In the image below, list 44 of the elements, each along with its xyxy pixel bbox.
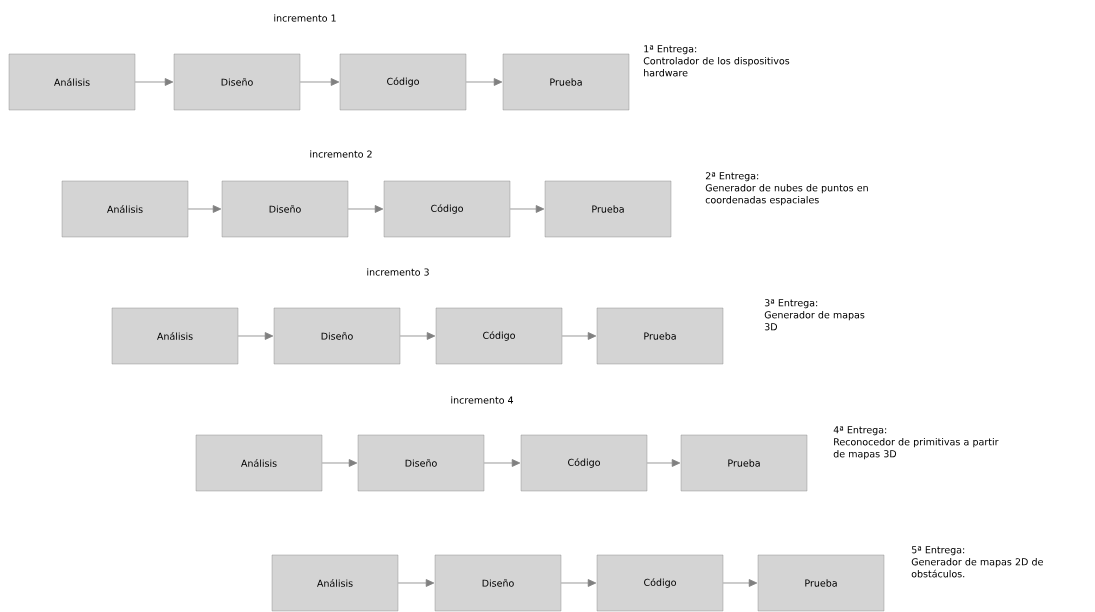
arrow [347,205,384,213]
process-box: Análisis [195,434,323,492]
process-box: Código [435,307,563,365]
process-box: Prueba [680,434,808,492]
arrow [483,459,521,467]
arrow [560,579,597,587]
arrow [237,332,274,340]
arrow [399,332,436,340]
delivery-note: 5ª Entrega: Generador de mapas 2D de obstáculos. [911,546,1043,578]
delivery-note: 2ª Entrega: Generador de nubes de puntos en coordenadas espaciales [705,172,868,206]
arrow [321,459,358,467]
process-box: Análisis [271,554,399,612]
process-box: Código [339,53,467,111]
increment-label: incremento 3 [367,268,429,276]
arrow [561,332,597,340]
arrow [397,579,435,587]
arrow [134,78,174,86]
process-box: Análisis [111,307,239,365]
process-box: Diseño [173,53,301,111]
process-box: Diseño [273,307,401,365]
increment-label: incremento 1 [274,14,336,22]
process-box: Diseño [221,180,349,238]
process-box: Código [383,180,511,238]
arrow [299,78,340,86]
increment-label: incremento 4 [451,396,514,404]
delivery-note: 3ª Entrega: Generador de mapas 3D [764,299,865,331]
arrow [187,205,222,213]
process-box: Código [520,434,648,492]
arrow [722,579,758,587]
process-box: Análisis [8,53,136,111]
process-box: Prueba [502,53,630,111]
process-box: Prueba [596,307,724,365]
increment-label: incremento 2 [310,150,372,158]
process-box: Análisis [61,180,189,238]
arrow [465,78,503,86]
process-box: Diseño [357,434,485,492]
arrow [509,205,545,213]
delivery-note: 4ª Entrega: Reconocedor de primitivas a partir de mapas 3D [833,426,999,460]
process-box: Diseño [434,554,562,612]
process-box: Prueba [757,554,885,612]
process-box: Código [596,554,724,612]
delivery-note: 1ª Entrega: Controlador de los dispositivos hardware [643,45,790,77]
process-box: Prueba [544,180,672,238]
arrow [646,459,681,467]
